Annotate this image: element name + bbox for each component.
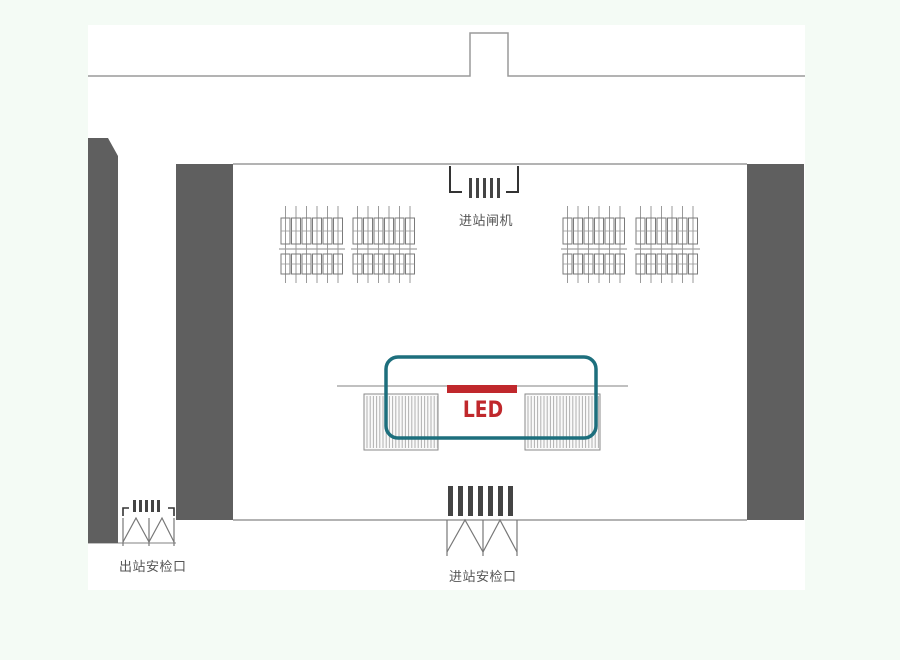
exit-security-label: 出站安检口 — [119, 560, 187, 575]
exit-security-symbol — [122, 500, 175, 546]
seat-group — [634, 206, 700, 283]
seat-group — [561, 206, 627, 283]
left-hall-wall — [176, 164, 233, 520]
entry-security-symbol — [446, 486, 518, 556]
led-left-hatched-block — [363, 393, 439, 451]
right-hall-wall — [747, 164, 804, 520]
led-screen-bar — [447, 385, 517, 393]
top-wall-line — [88, 32, 805, 77]
waiting-seats — [279, 206, 700, 283]
led-right-hatched-block — [524, 393, 601, 451]
entry-gate-label: 进站闸机 — [459, 214, 514, 229]
led-highlight-box — [384, 355, 598, 440]
left-outer-wall — [88, 138, 118, 543]
entry-gate-symbol — [449, 166, 519, 198]
seat-group — [279, 206, 345, 283]
entry-security-label: 进站安检口 — [449, 570, 517, 585]
led-label: LED — [462, 398, 504, 423]
seat-group — [351, 206, 417, 283]
